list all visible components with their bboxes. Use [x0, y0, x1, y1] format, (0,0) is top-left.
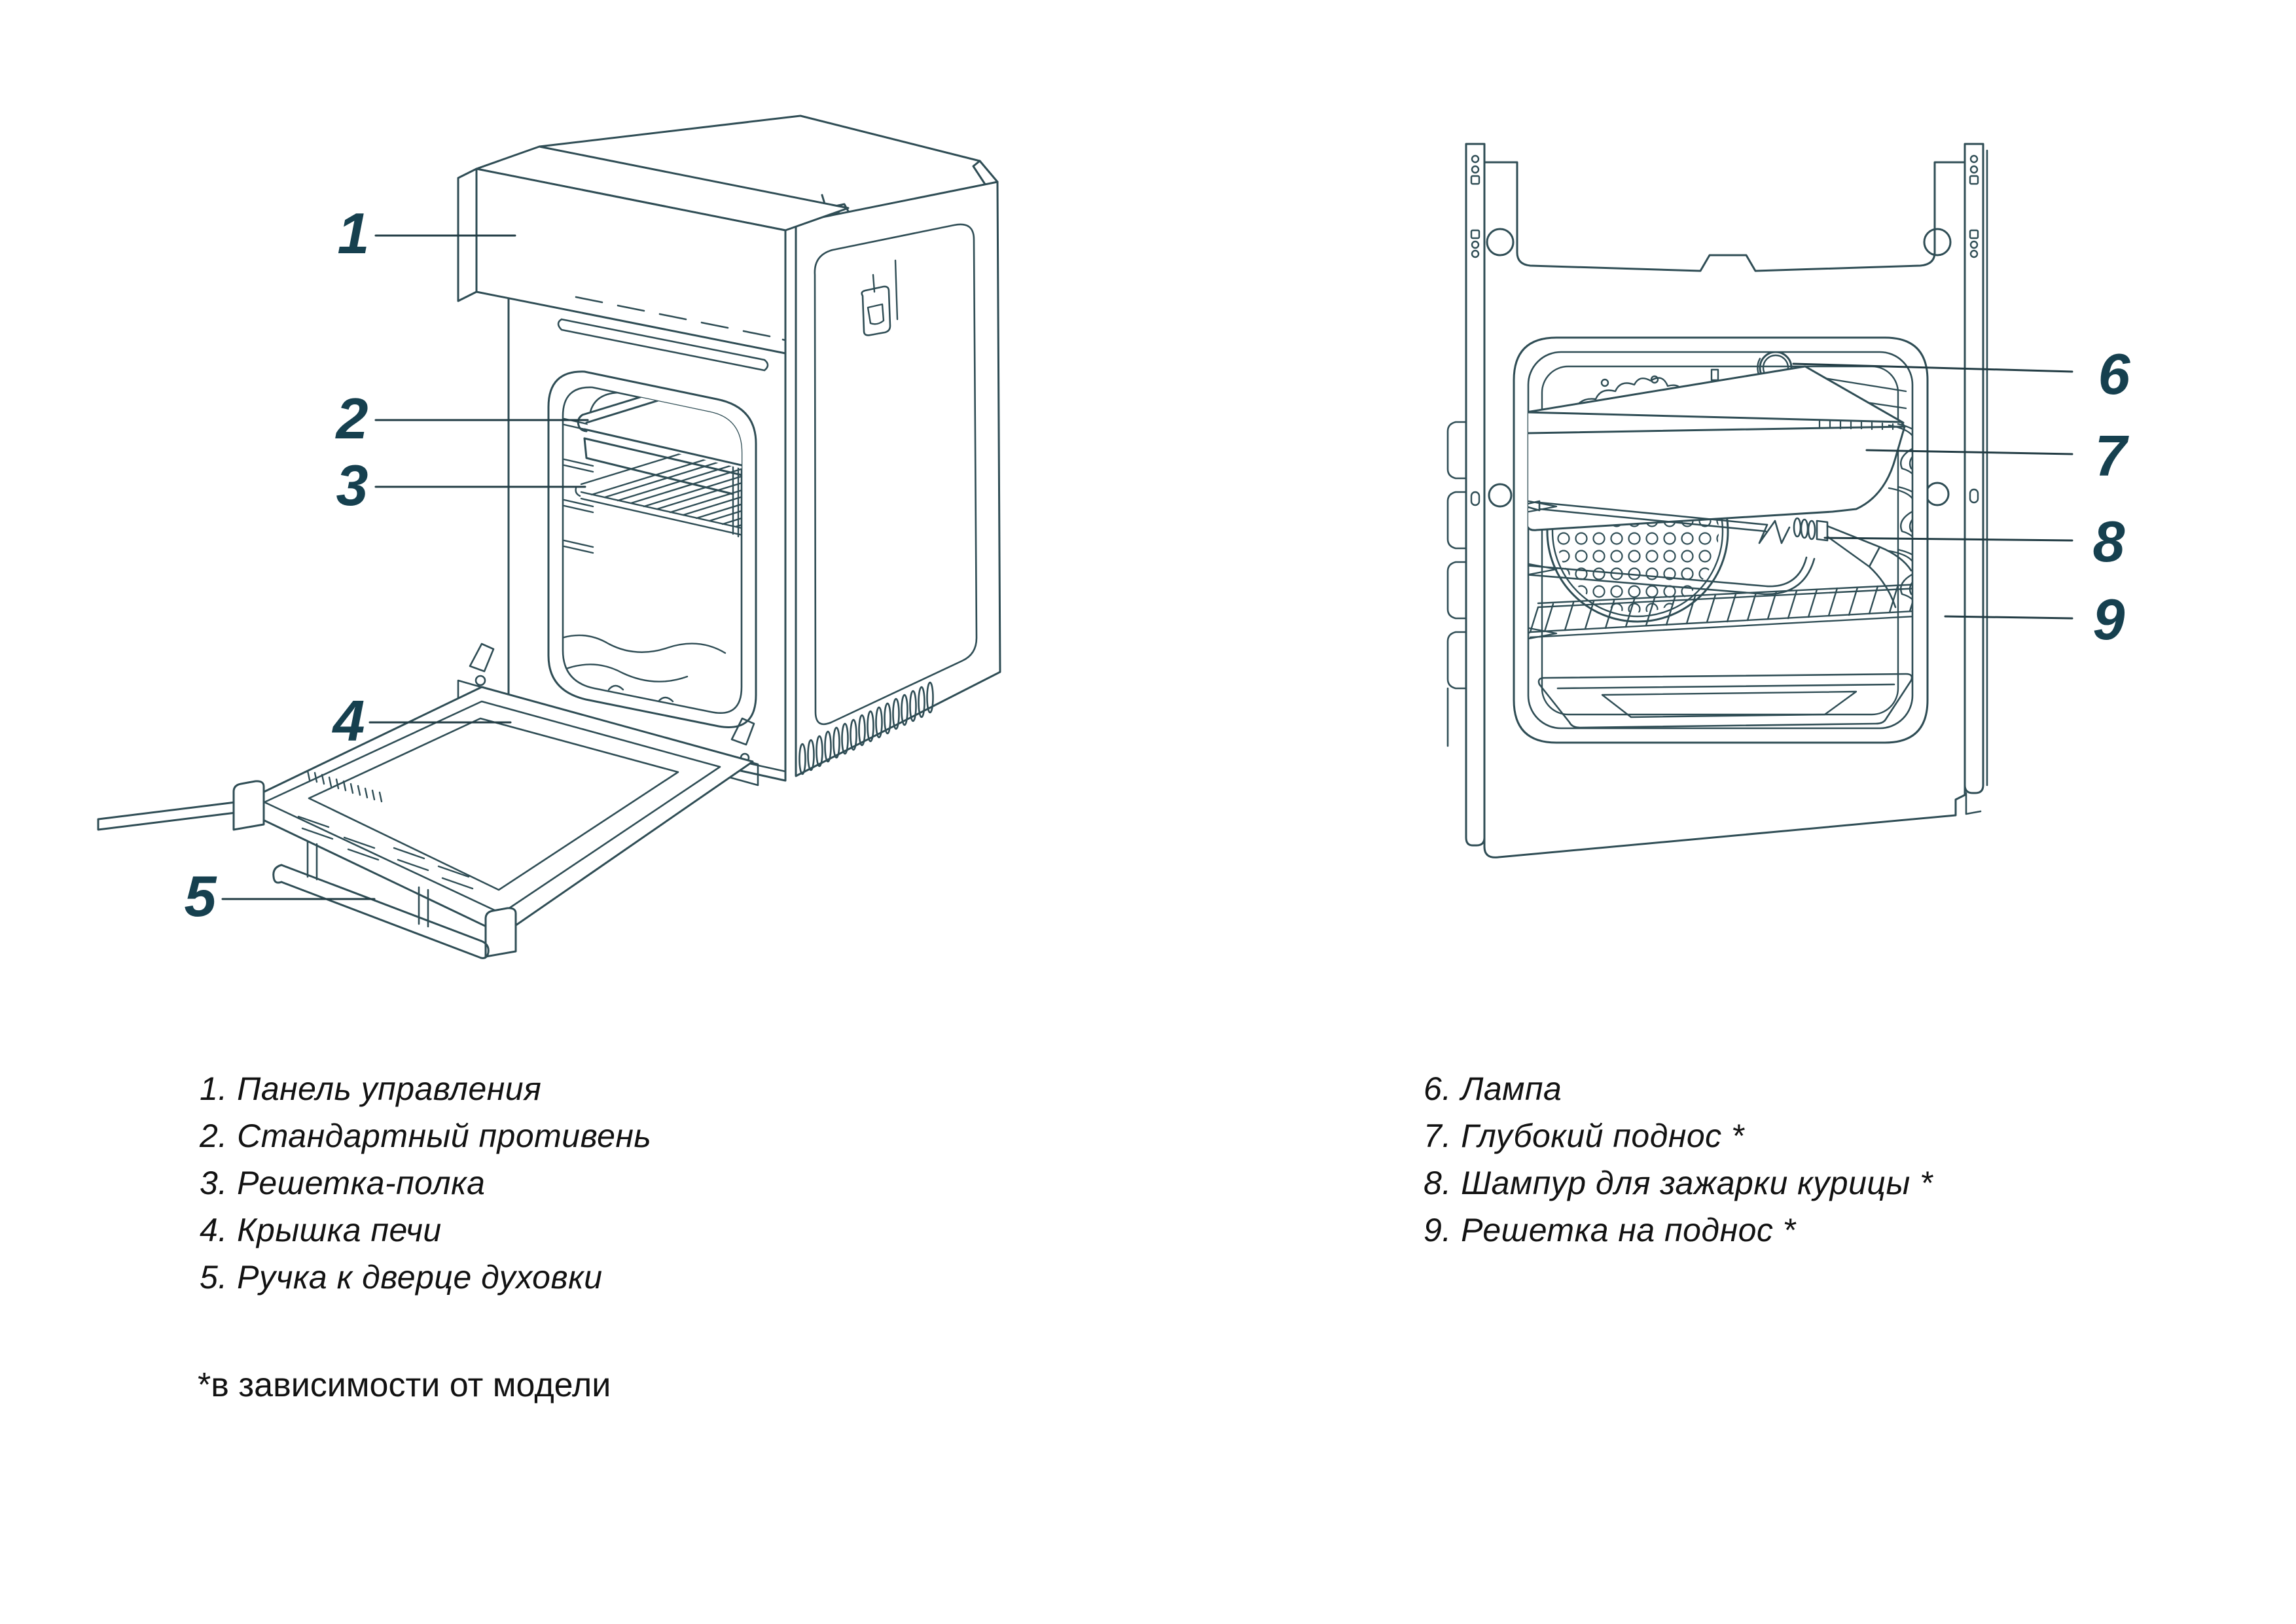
- callout-4: 4: [332, 688, 365, 753]
- legend-item-6: 6. Лампа: [1424, 1070, 1562, 1107]
- callout-1: 1: [337, 201, 370, 266]
- callout-8: 8: [2092, 509, 2125, 574]
- rail-holes: [1470, 154, 1979, 506]
- door-handle: [272, 840, 490, 959]
- legend-item-7: 7. Глубокий поднос *: [1424, 1118, 1745, 1154]
- oven-front-view: [1446, 143, 2073, 858]
- legend-item-2: 2. Стандартный противень: [200, 1118, 652, 1154]
- callout-6: 6: [2098, 342, 2130, 406]
- leader-lines-right: [1792, 362, 2073, 620]
- legend-item-8: 8. Шампур для зажарки курицы *: [1424, 1165, 1933, 1201]
- grill-rack: [1528, 582, 1912, 641]
- model-dependency-footnote: *в зависимости от модели: [198, 1366, 611, 1404]
- side-panel-vents: [798, 681, 934, 775]
- legend-right: 6. Лампа 7. Глубокий поднос * 8. Шампур …: [1424, 1065, 1933, 1254]
- callout-5: 5: [184, 864, 217, 928]
- callout-3: 3: [336, 453, 368, 518]
- legend-item-3: 3. Решетка-полка: [200, 1165, 486, 1201]
- leader-lines-left: [221, 234, 589, 900]
- side-wall-tabs: [1446, 421, 1467, 747]
- callout-7: 7: [2094, 423, 2127, 488]
- legend-item-5: 5. Ручка к дверце духовки: [200, 1259, 603, 1296]
- cavity-interior-front: [1528, 352, 1912, 728]
- bottom-tray: [1537, 673, 1912, 728]
- oven-door-open: [232, 686, 754, 959]
- legend-item-9: 9. Решетка на поднос *: [1424, 1212, 1796, 1248]
- door-side-sheet: [97, 801, 237, 831]
- legend-item-4: 4. Крышка печи: [200, 1212, 442, 1248]
- legend-item-1: 1. Панель управления: [200, 1070, 542, 1107]
- cavity-interior: [563, 387, 742, 703]
- legend-left: 1. Панель управления 2. Стандартный прот…: [200, 1065, 651, 1301]
- deep-tray: [1528, 365, 1906, 531]
- callout-9: 9: [2092, 587, 2125, 652]
- oven-isometric-view: [97, 115, 1001, 959]
- callout-2: 2: [336, 386, 368, 451]
- left-mounting-rail: [1465, 143, 1486, 847]
- shelf-guides: [1888, 423, 1912, 616]
